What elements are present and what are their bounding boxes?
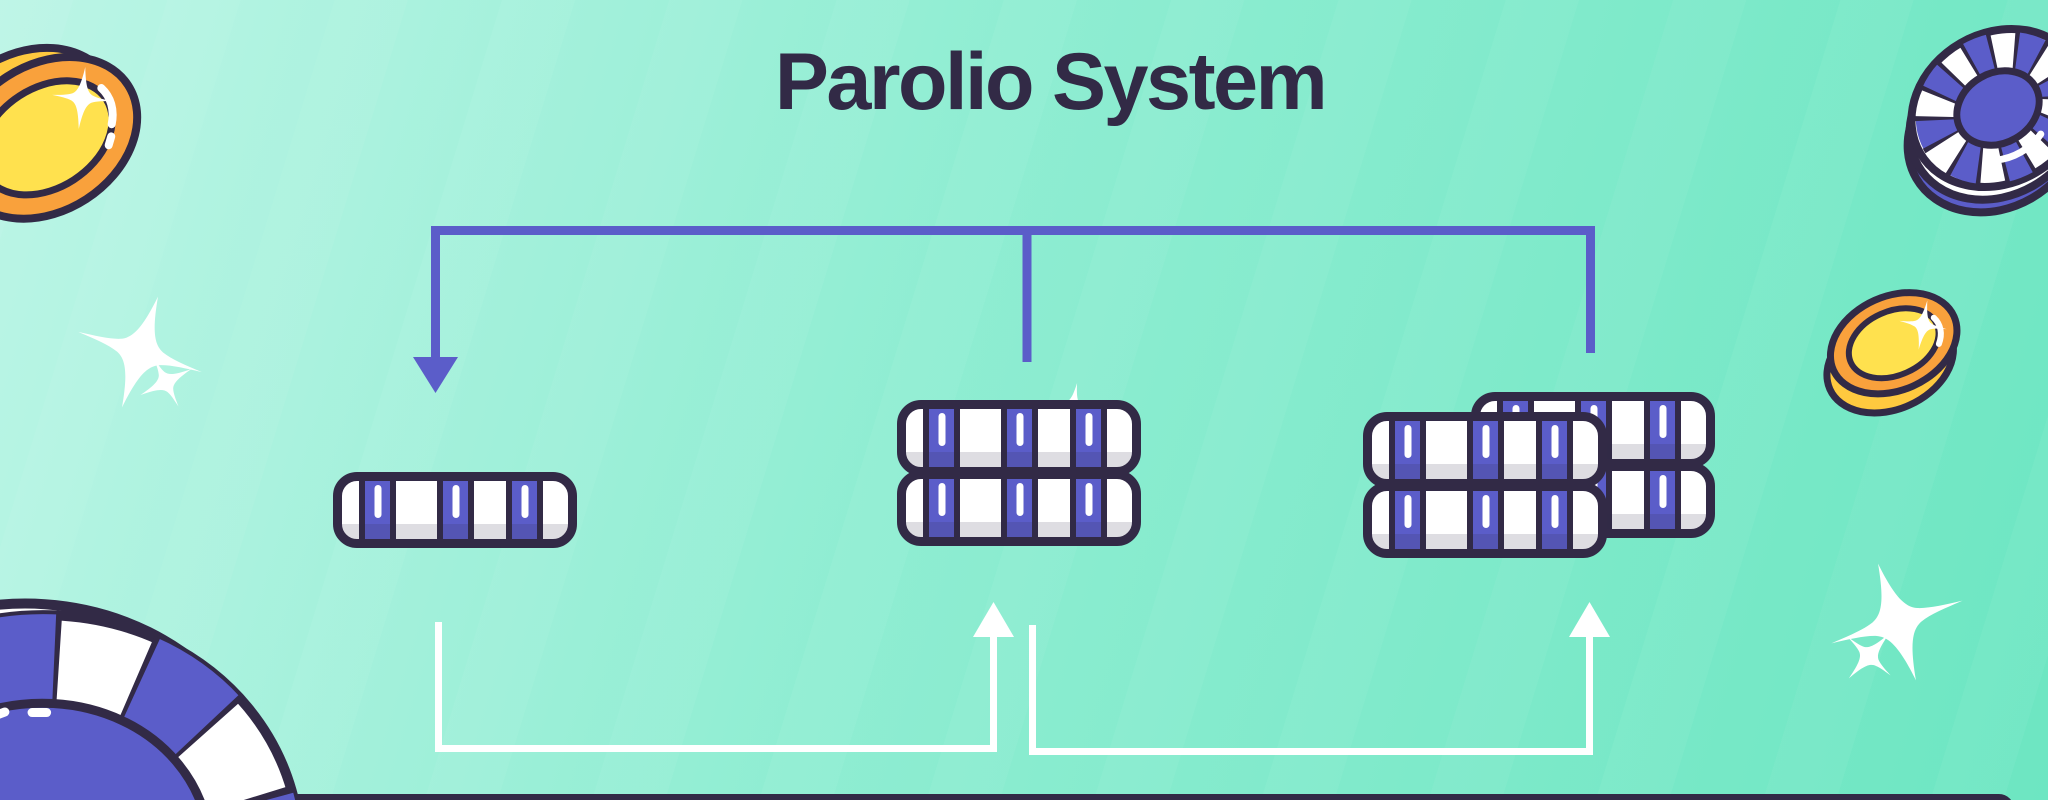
chip-roll-stripe <box>1070 479 1107 537</box>
sparkle-icon <box>1895 296 1951 354</box>
chip-stripe-highlight <box>1482 495 1489 528</box>
chip-stripe-highlight <box>938 483 945 516</box>
chip-roll-stripe <box>923 409 960 467</box>
chip-stripe-highlight <box>1404 495 1411 528</box>
chip-stripe-highlight <box>1659 475 1666 508</box>
chip-stripe-highlight <box>1659 405 1666 438</box>
gold-coin-icon <box>0 43 142 223</box>
chip-stripe-highlight <box>1016 483 1023 516</box>
chip-stripe-highlight <box>374 485 381 518</box>
chip-stripe-highlight <box>1085 483 1092 516</box>
chip-roll-stripe <box>1644 471 1681 529</box>
chip-roll-stripe <box>923 479 960 537</box>
chip-stripe-highlight <box>521 485 528 518</box>
chip-stack-step-2 <box>897 400 1141 546</box>
chip-stripe-highlight <box>1016 413 1023 446</box>
chip-roll-stripe <box>1070 409 1107 467</box>
chip-roll-shade <box>906 452 1132 467</box>
chip-roll-stripe <box>1389 421 1426 479</box>
poker-chip-icon <box>0 598 306 800</box>
sparkle-icon <box>60 276 220 428</box>
page-title: Parolio System <box>774 37 1328 127</box>
chip-stack-step-3-front <box>1363 412 1607 558</box>
chip-stack-step-1 <box>333 472 577 548</box>
chip-roll-stripe <box>437 481 474 539</box>
chip-roll-stripe <box>1467 421 1504 479</box>
chip-roll <box>1363 482 1607 558</box>
chip-roll <box>897 470 1141 546</box>
chip-roll-stripe <box>506 481 543 539</box>
bottom-edge-bar <box>237 794 2014 800</box>
chip-stripe-highlight <box>938 413 945 446</box>
chip-roll-stripe <box>1536 421 1573 479</box>
arrowhead-up-icon <box>1569 602 1610 637</box>
chip-roll-stripe <box>1644 401 1681 459</box>
chip-stripe-highlight <box>1085 413 1092 446</box>
chip-stripe-highlight <box>452 485 459 518</box>
sparkle-icon <box>1812 542 1982 702</box>
chip-roll-stripe <box>1001 409 1038 467</box>
chip-roll-shade <box>1372 464 1598 479</box>
chip-roll-shade <box>906 522 1132 537</box>
chip-stripe-highlight <box>1404 425 1411 458</box>
poker-chip-icon <box>1903 24 2048 217</box>
arrowhead-up-icon <box>973 602 1014 637</box>
chip-roll-stripe <box>1536 491 1573 549</box>
chip-roll <box>897 400 1141 476</box>
chip-roll-stripe <box>1389 491 1426 549</box>
chip-roll <box>333 472 577 548</box>
chip-roll-shade <box>1372 534 1598 549</box>
chip-roll-stripe <box>359 481 396 539</box>
chip-stripe-highlight <box>1551 495 1558 528</box>
sparkle-icon <box>48 63 116 133</box>
chip-roll-stripe <box>1001 479 1038 537</box>
arrowhead-down-icon <box>413 357 458 393</box>
chip-roll-stripe <box>1467 491 1504 549</box>
chip-roll <box>1363 412 1607 488</box>
chip-stripe-highlight <box>1482 425 1489 458</box>
chip-stripe-highlight <box>1551 425 1558 458</box>
chip-roll-shade <box>342 524 568 539</box>
